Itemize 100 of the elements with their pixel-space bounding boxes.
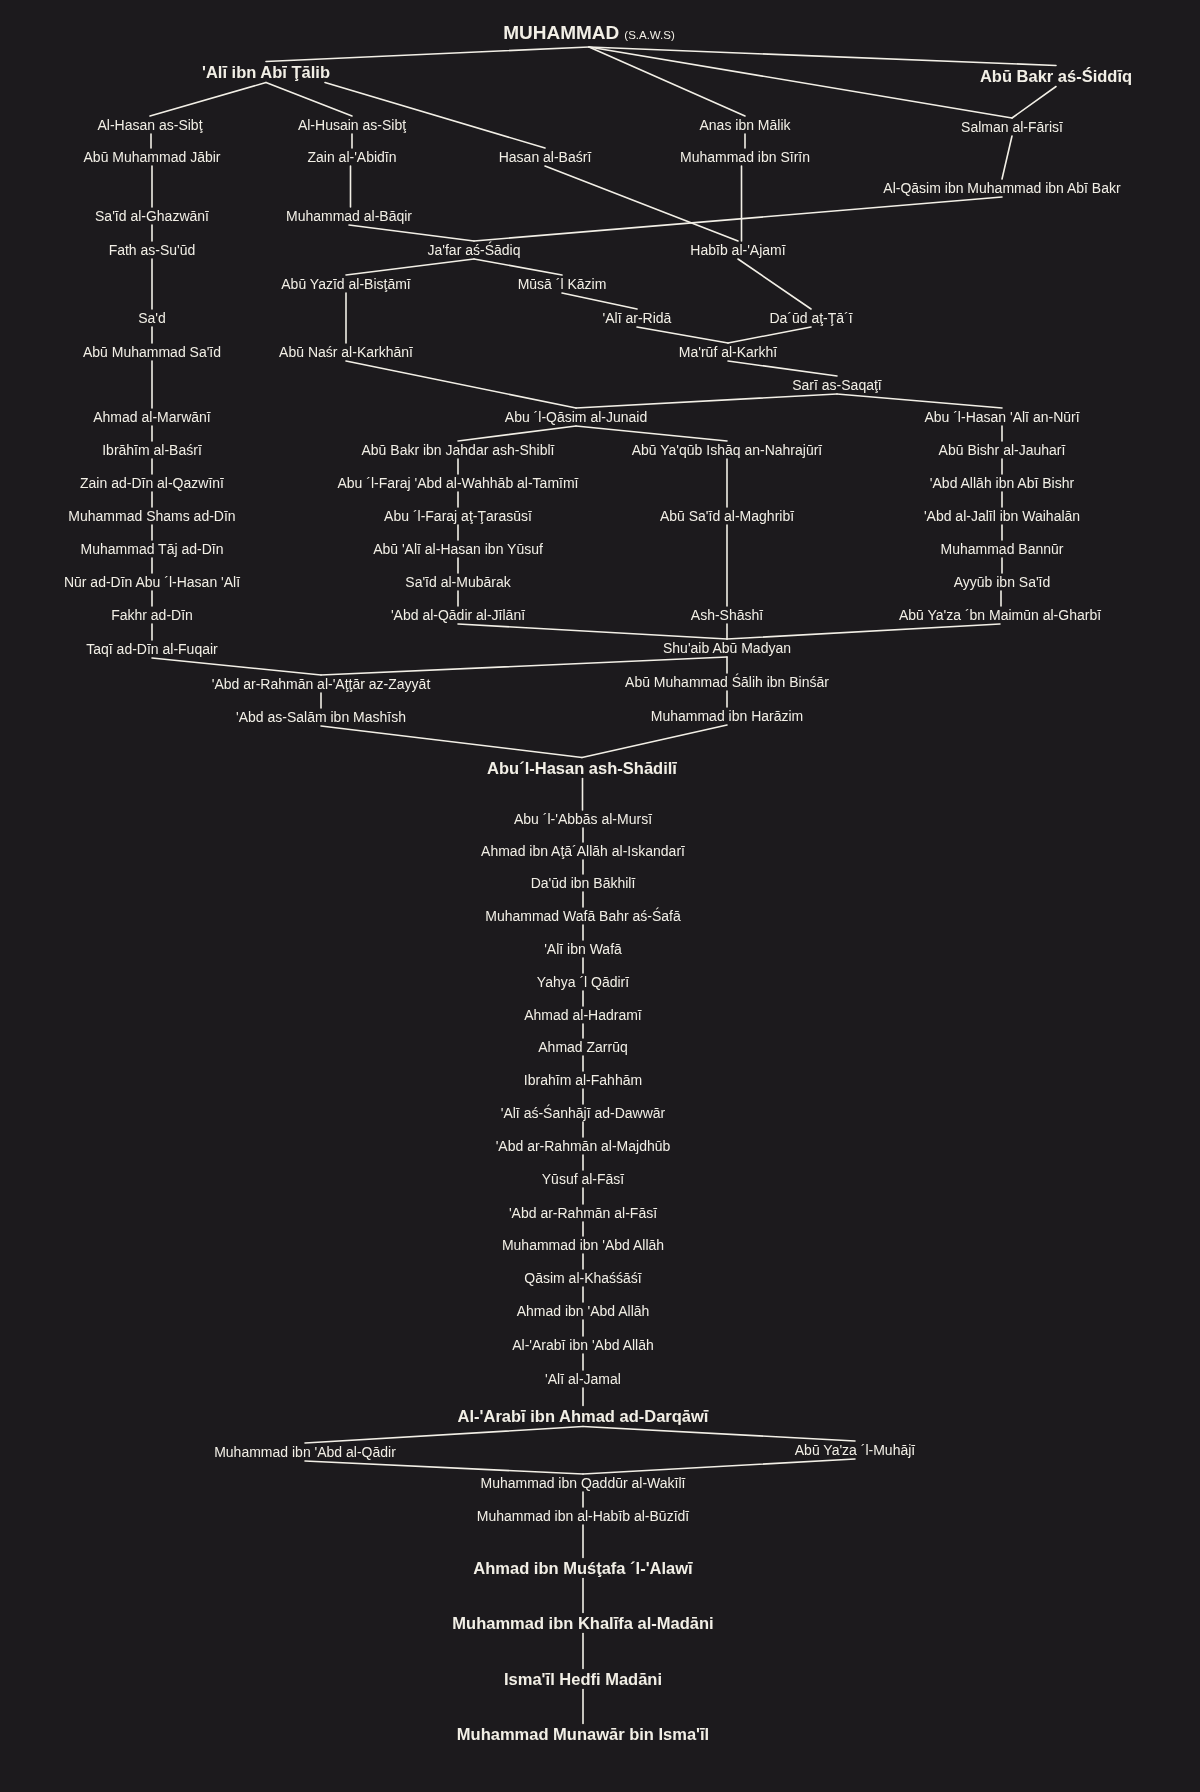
person-name: Yūsuf al-Fāsī bbox=[539, 1170, 627, 1188]
lineage-line bbox=[1001, 524, 1003, 541]
lineage-line bbox=[582, 1491, 584, 1508]
lineage-line bbox=[582, 1688, 584, 1725]
person-name: Sa'īd al-Ghazwānī bbox=[93, 207, 211, 225]
lineage-line bbox=[457, 425, 577, 442]
person-name: Abū Muhammad Jābir bbox=[81, 148, 223, 166]
lineage-line bbox=[740, 165, 743, 242]
person-name: Al-Husain as-Sibţ bbox=[295, 116, 409, 134]
lineage-line bbox=[727, 326, 812, 344]
lineage-line bbox=[1000, 590, 1002, 607]
lineage-line bbox=[304, 1425, 584, 1444]
person-name: Taqī ad-Dīn al-Fuqair bbox=[84, 640, 220, 658]
person-name: Hasan al-Baśrī bbox=[496, 148, 594, 166]
person-name: Abu ´l-Faraj 'Abd al-Wahhāb al-Tamīmī bbox=[335, 474, 581, 492]
lineage-line bbox=[582, 1425, 856, 1442]
lineage-line bbox=[581, 724, 728, 759]
person-name: Muhammad ibn Khalīfa al-Madāni bbox=[450, 1612, 716, 1634]
person-name: Ahmad ibn Muśţafa ´l-'Alawī bbox=[471, 1557, 695, 1579]
person-name: Ma'rūf al-Karkhī bbox=[676, 343, 780, 361]
person-name: Sa'd bbox=[136, 309, 168, 327]
lineage-line bbox=[582, 1577, 584, 1614]
person-name: Ayyūb ibn Sa'īd bbox=[951, 573, 1053, 591]
lineage-line bbox=[588, 46, 1057, 67]
person-name: Fakhr ad-Dīn bbox=[109, 606, 195, 624]
honorific-text: (S.A.W.S) bbox=[624, 29, 675, 41]
lineage-line bbox=[345, 360, 577, 409]
person-name: Abu ´l-Hasan 'Alī an-Nūrī bbox=[922, 408, 1082, 426]
lineage-line bbox=[151, 491, 153, 508]
person-name: Abu ´l-Qāsim al-Junaid bbox=[502, 408, 650, 426]
person-name: Abū Ya'qūb Ishāq an-Nahrajūrī bbox=[629, 441, 825, 459]
lineage-line bbox=[1001, 135, 1013, 180]
lineage-line bbox=[582, 957, 584, 974]
person-name: Ahmad ibn Aţā´Allāh al-Iskandarī bbox=[479, 842, 687, 860]
person-name: Abu ´l-Faraj aţ-Ţarasūsī bbox=[382, 507, 534, 525]
lineage-line bbox=[320, 656, 728, 676]
person-name: Abū Sa'īd al-Maghribī bbox=[657, 507, 797, 525]
person-name: Qāsim al-Khaśśāśī bbox=[522, 1269, 644, 1287]
lineage-line bbox=[345, 258, 475, 276]
person-name: 'Abd ar-Rahmān al-'Aţţār az-Zayyāt bbox=[209, 675, 433, 693]
lineage-line bbox=[351, 133, 353, 149]
person-name: Salman al-Fārisī bbox=[959, 118, 1065, 136]
lineage-line bbox=[737, 258, 812, 310]
person-name: Muhammad ibn al-Habīb al-Būzīdī bbox=[474, 1507, 692, 1525]
lineage-line bbox=[582, 1387, 584, 1407]
lineage-line bbox=[457, 557, 459, 574]
lineage-line bbox=[582, 827, 584, 843]
person-name: Muhammad Bannūr bbox=[938, 540, 1066, 558]
lineage-line bbox=[320, 725, 583, 759]
lineage-line bbox=[744, 133, 746, 149]
person-name: Ahmad al-Hadramī bbox=[522, 1006, 644, 1024]
person-name: Muhammad Wafā Bahr aś-Śafā bbox=[483, 907, 683, 925]
lineage-line bbox=[544, 165, 739, 242]
lineage-line bbox=[1001, 557, 1003, 574]
lineage-line bbox=[636, 326, 729, 344]
lineage-line bbox=[151, 258, 153, 310]
lineage-line bbox=[473, 258, 563, 276]
lineage-line bbox=[726, 458, 728, 508]
lineage-line bbox=[151, 326, 153, 344]
person-name: Sa'īd al-Mubārak bbox=[403, 573, 513, 591]
person-name: 'Alī al-Jamal bbox=[543, 1370, 623, 1388]
lineage-line bbox=[265, 81, 353, 117]
person-name: Mūsā ´l Kāzim bbox=[515, 275, 609, 293]
lineage-line bbox=[348, 224, 475, 242]
lineage-line bbox=[151, 524, 153, 541]
person-name: 'Abd as-Salām ibn Mashīsh bbox=[234, 708, 408, 726]
person-name: Abu ´l-'Abbās al-Mursī bbox=[511, 810, 655, 828]
person-name: Da´ūd aţ-Ţā´ī bbox=[767, 309, 855, 327]
lineage-line bbox=[151, 623, 153, 641]
person-name: Anas ibn Mālik bbox=[697, 116, 793, 134]
person-name: 'Abd al-Qādir al-Jīlānī bbox=[388, 606, 528, 624]
lineage-line bbox=[582, 1524, 584, 1559]
person-name: 'Abd al-Jalīl ibn Waihalān bbox=[921, 507, 1083, 525]
lineage-line bbox=[1001, 491, 1003, 508]
lineage-line bbox=[582, 1055, 584, 1072]
person-name: Abū Bishr al-Jauharī bbox=[936, 441, 1068, 459]
person-name: Abū Bakr ibn Jahdar ash-Shiblī bbox=[359, 441, 557, 459]
lineage-line bbox=[582, 1088, 584, 1105]
person-name: 'Abd ar-Rahmān al-Fāsī bbox=[506, 1204, 660, 1222]
person-name: 'Alī aś-Śanhājī ad-Dawwār bbox=[498, 1104, 668, 1122]
person-name: Al-Qāsim ibn Muhammad ibn Abī Bakr bbox=[881, 179, 1123, 197]
lineage-line bbox=[151, 557, 153, 574]
person-name: Abu´l-Hasan ash-Shādilī bbox=[485, 757, 679, 779]
person-name: Abū Bakr aś-Śiddīq bbox=[977, 65, 1135, 87]
lineage-line bbox=[457, 590, 459, 607]
lineage-line bbox=[149, 81, 267, 117]
lineage-line bbox=[582, 1023, 584, 1039]
person-name: Sarī as-Saqaţī bbox=[790, 376, 884, 394]
person-name: Abū Ya'za ´l-Muhājī bbox=[792, 1441, 918, 1459]
lineage-line bbox=[151, 458, 153, 475]
person-name: Habīb al-'Ajamī bbox=[688, 241, 788, 259]
lineage-line bbox=[151, 224, 153, 242]
lineage-line bbox=[582, 1187, 584, 1205]
person-name: Muhammad Tāj ad-Dīn bbox=[78, 540, 226, 558]
lineage-line bbox=[304, 1460, 584, 1475]
lineage-line bbox=[150, 133, 152, 149]
person-name: Shu'aib Abū Madyan bbox=[661, 639, 793, 657]
lineage-line bbox=[349, 165, 352, 208]
lineage-line bbox=[726, 623, 728, 640]
lineage-line bbox=[588, 46, 746, 117]
